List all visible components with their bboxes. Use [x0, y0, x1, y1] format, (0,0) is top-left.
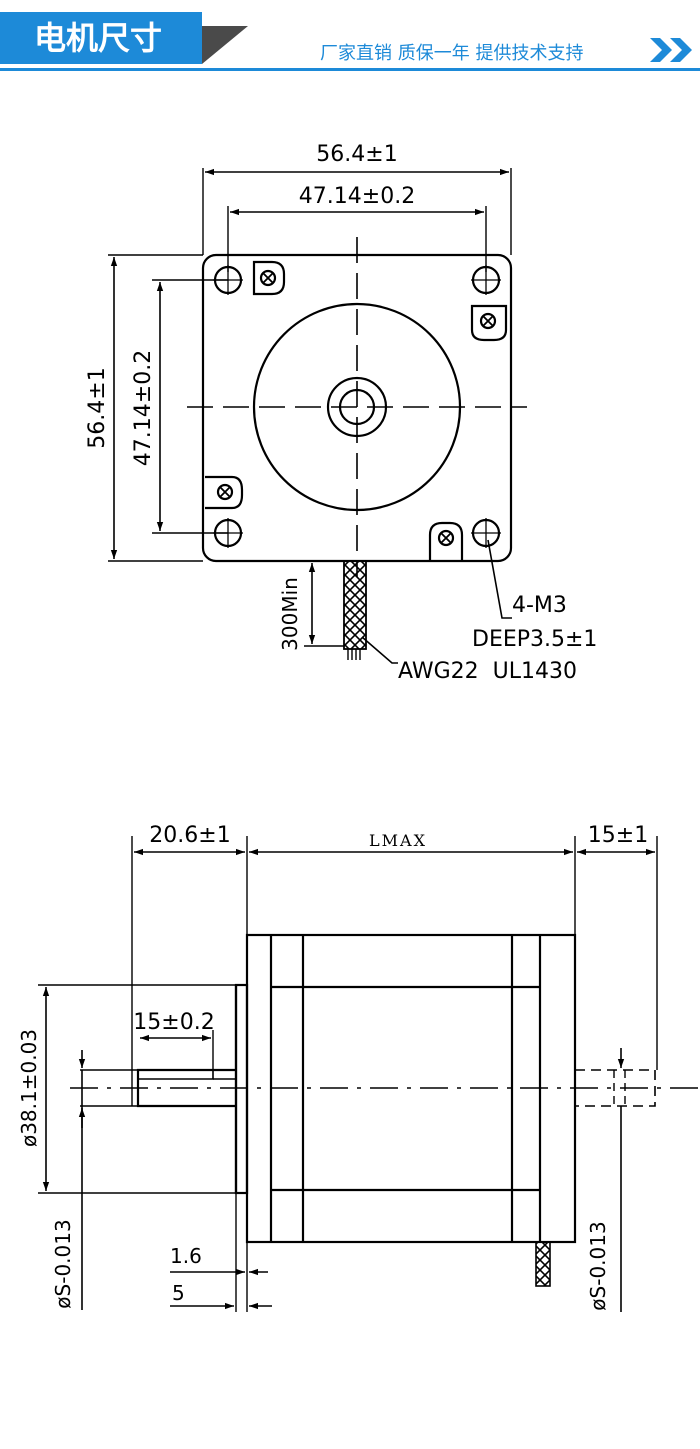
label-rear-shaft-length: 15±1 — [588, 823, 648, 848]
double-chevron-right-icon — [650, 38, 692, 62]
label-hole-height: 47.14±0.2 — [131, 350, 156, 466]
label-wire-spec: AWG22 UL1430 — [398, 659, 577, 684]
label-front-shaft-length: 20.6±1 — [149, 823, 230, 848]
label-flat-length: 15±0.2 — [133, 1010, 214, 1035]
leader-wire-spec — [361, 636, 398, 664]
side-view-labels: 20.6±1 LMAX 15±1 15±0.2 ø38.1±0.03 øS-0.… — [17, 823, 648, 1311]
label-lead-length: 300Min — [278, 577, 302, 651]
rear-shaft-hidden — [575, 1069, 656, 1107]
label-hole-width: 47.14±0.2 — [299, 184, 415, 209]
title-shadow-decoration — [202, 26, 248, 64]
front-view-labels: 56.4±1 47.14±0.2 56.4±1 47.14±0.2 300Min… — [85, 142, 597, 684]
label-shaft-diameter-front: øS-0.013 — [51, 1219, 75, 1308]
label-overall-width: 56.4±1 — [316, 142, 397, 167]
lead-wire-braid — [343, 560, 367, 650]
front-flange — [234, 983, 249, 1195]
header-slogan: 厂家直销 质保一年 提供技术支持 — [320, 43, 584, 64]
label-shaft-diameter-rear: øS-0.013 — [586, 1221, 610, 1310]
label-overall-height: 56.4±1 — [85, 367, 110, 448]
label-hole-spec: 4-M3 — [512, 593, 567, 618]
label-hole-depth: DEEP3.5±1 — [472, 627, 597, 652]
label-body-length: LMAX — [369, 831, 427, 850]
leader-hole-spec — [487, 539, 512, 619]
label-boss-diameter: ø38.1±0.03 — [17, 1029, 41, 1147]
header-rule — [0, 68, 700, 71]
side-view — [38, 836, 700, 1312]
front-body-outline — [201, 253, 513, 563]
side-lead-wire-braid — [535, 1241, 551, 1287]
label-boss-height: 1.6 — [170, 1244, 202, 1268]
section-header: 电机尺寸 厂家直销 质保一年 提供技术支持 — [0, 0, 700, 72]
section-title: 电机尺寸 — [0, 12, 202, 64]
label-flange-thickness: 5 — [172, 1281, 185, 1305]
front-view — [108, 168, 527, 664]
